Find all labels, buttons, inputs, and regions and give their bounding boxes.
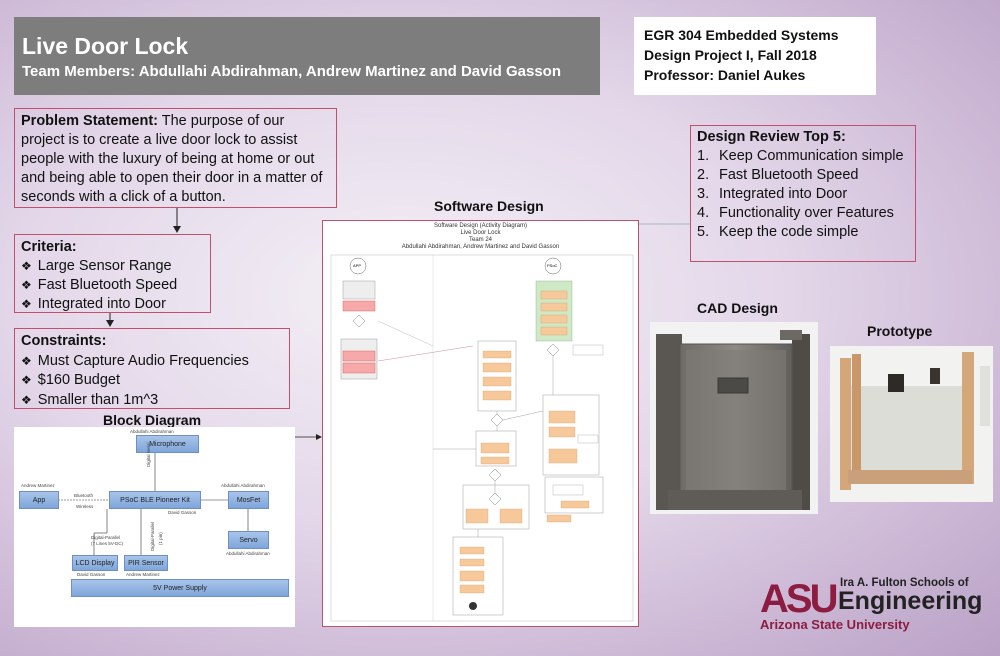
block-diagram: Abdullahi Abdirahman Microphone Digital … xyxy=(14,427,295,627)
diamond-bullet-icon: ❖ xyxy=(21,373,32,387)
lane-app-label: APP xyxy=(353,263,362,268)
cad-design-image xyxy=(650,322,818,514)
asu-university: Arizona State University xyxy=(760,617,910,632)
activity-diagram-drawing xyxy=(330,254,634,622)
lane-psoc-label: PSoC xyxy=(547,263,558,268)
bluetooth-label: Bluetooth xyxy=(74,493,94,498)
constraint-item: ❖Smaller than 1m^3 xyxy=(21,391,159,408)
pir-owner: Andrew Martinez xyxy=(126,572,160,577)
cad-design-label: CAD Design xyxy=(697,300,778,316)
team-members: Team Members: Abdullahi Abdirahman, Andr… xyxy=(22,63,561,80)
problem-statement: Problem Statement: The purpose of our pr… xyxy=(14,108,337,208)
activity-diagram-project: Live Door Lock xyxy=(460,230,501,236)
pir-interface-label: Digital-Parallel xyxy=(150,521,155,551)
lcd-interface-label: Digital-Parallel xyxy=(91,535,121,540)
activity-diagram-title: Software Design (Activity Diagram) xyxy=(433,223,528,229)
app-block: App xyxy=(19,491,59,509)
constraints-panel: Constraints: ❖Must Capture Audio Frequen… xyxy=(14,328,290,409)
constraint-item: ❖$160 Budget xyxy=(21,372,121,388)
constraints-heading: Constraints: xyxy=(21,333,107,349)
diamond-bullet-icon: ❖ xyxy=(21,278,32,292)
asu-engineering: Engineering xyxy=(838,587,983,615)
asu-school-name: Ira A. Fulton Schools of xyxy=(840,577,969,589)
criteria-item: ❖Fast Bluetooth Speed xyxy=(21,277,178,293)
poster-title: Live Door Lock xyxy=(22,33,189,59)
design-review-panel: Design Review Top 5: 1.Keep Communicatio… xyxy=(690,125,916,262)
software-design-diagram: Software Design (Activity Diagram) Live … xyxy=(322,220,639,627)
block-diagram-wires xyxy=(58,453,249,555)
activity-diagram-header: Software Design (Activity Diagram) Live … xyxy=(323,223,638,251)
psoc-owner: David Gasson xyxy=(168,510,197,515)
review-item: 3.Integrated into Door xyxy=(697,186,848,202)
pir-pin-label: (1 pin) xyxy=(158,532,163,545)
microphone-owner: Abdullahi Abdirahman xyxy=(130,429,174,434)
power-supply-block: 5V Power Supply xyxy=(71,579,289,597)
review-item: 2.Fast Bluetooth Speed xyxy=(697,167,859,183)
prototype-image xyxy=(830,346,993,502)
activity-diagram-team: Team 24 xyxy=(468,237,492,243)
problem-text: The purpose of our project is to create … xyxy=(21,113,323,205)
course-name: EGR 304 Embedded Systems xyxy=(644,27,839,43)
asu-letters: ASU xyxy=(760,577,838,621)
lcd-lines-label: (7 Lines 5V-DC) xyxy=(91,541,124,546)
review-item: 5.Keep the code simple xyxy=(697,224,859,240)
digital-serial-label: Digital serial xyxy=(146,442,151,467)
problem-label: Problem Statement: xyxy=(21,113,158,129)
review-item: 4.Functionality over Features xyxy=(697,205,894,221)
pir-block: PIR Sensor xyxy=(124,555,168,571)
lcd-block: LCD Display xyxy=(72,555,118,571)
criteria-panel: Criteria: ❖Large Sensor Range ❖Fast Blue… xyxy=(14,234,211,313)
lcd-owner: David Gasson xyxy=(77,572,106,577)
course-professor: Professor: Daniel Aukes xyxy=(644,67,806,83)
servo-block: Servo xyxy=(228,531,269,549)
diamond-bullet-icon: ❖ xyxy=(21,297,32,311)
prototype-photo xyxy=(830,346,993,502)
activity-diagram-members: Abdullahi Abdirahman, Andrew Martinez an… xyxy=(401,244,560,250)
criteria-item: ❖Integrated into Door xyxy=(21,296,166,312)
review-item: 1.Keep Communication simple xyxy=(697,148,904,164)
course-info: EGR 304 Embedded Systems Design Project … xyxy=(634,17,876,95)
review-heading: Design Review Top 5: xyxy=(697,129,846,145)
diamond-bullet-icon: ❖ xyxy=(21,392,32,407)
microphone-block: Microphone xyxy=(136,435,199,453)
mosfet-owner: Abdullahi Abdirahman xyxy=(221,483,265,488)
course-term: Design Project I, Fall 2018 xyxy=(644,47,817,63)
cad-door-render xyxy=(656,330,810,510)
diamond-bullet-icon: ❖ xyxy=(21,353,32,368)
prototype-label: Prototype xyxy=(867,323,933,339)
software-design-label: Software Design xyxy=(434,198,544,214)
wireless-label: Wireless xyxy=(76,504,94,509)
criteria-item: ❖Large Sensor Range xyxy=(21,258,172,274)
criteria-heading: Criteria: xyxy=(21,239,77,255)
servo-owner: Abdullahi Abdirahman xyxy=(226,551,270,556)
asu-engineering-logo: ASU Ira A. Fulton Schools of Engineering… xyxy=(760,575,983,635)
constraint-item: ❖Must Capture Audio Frequencies xyxy=(21,352,249,369)
mosfet-block: MosFet xyxy=(228,491,269,509)
title-banner: Live Door Lock Team Members: Abdullahi A… xyxy=(14,17,600,95)
block-diagram-label: Block Diagram xyxy=(103,412,202,428)
diamond-bullet-icon: ❖ xyxy=(21,259,32,273)
app-owner: Andrew Martinez xyxy=(21,483,55,488)
psoc-block: PSoC BLE Pioneer Kit xyxy=(109,491,201,509)
